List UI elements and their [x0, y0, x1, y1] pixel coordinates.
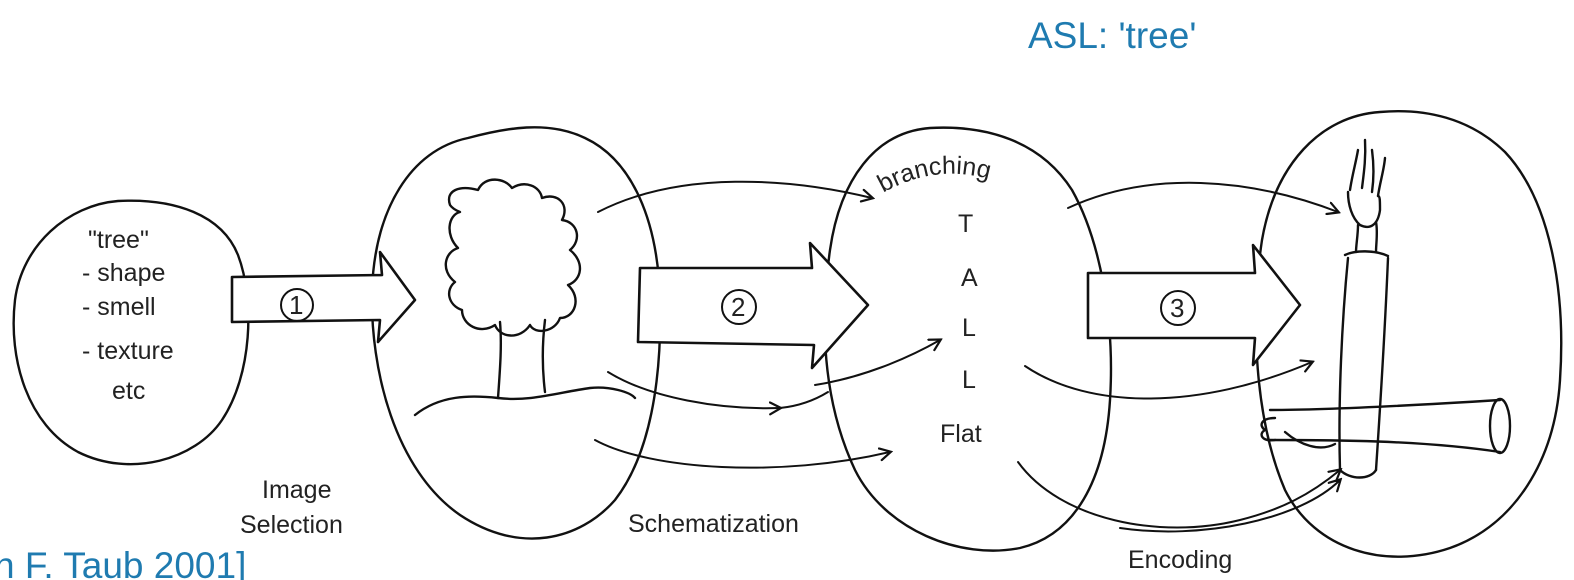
- step-number: 1: [289, 290, 303, 320]
- horizontal-forearm-icon: [1260, 397, 1512, 455]
- tree-sketch-icon: [413, 178, 637, 417]
- feature-letter: L: [962, 314, 976, 342]
- step-arrow: 2: [636, 241, 870, 370]
- step-number: 2: [731, 292, 745, 322]
- concept-item: etc: [112, 377, 145, 405]
- step-label: Schematization: [628, 510, 799, 538]
- step-number: 3: [1170, 293, 1184, 323]
- concept-heading: "tree": [88, 226, 149, 254]
- branching-arc-label: branching: [873, 152, 994, 199]
- diagram-title: ASL: 'tree': [1028, 15, 1196, 56]
- step-label: Image: [262, 476, 331, 504]
- feature-letter: L: [962, 366, 976, 394]
- step-arrow: 1: [230, 250, 417, 344]
- schematization-blob: branching T A L L Flat: [823, 126, 1113, 552]
- raised-arm-hand-icon: [1338, 138, 1390, 479]
- image-blob: [370, 126, 662, 540]
- step-label: Selection: [240, 511, 343, 539]
- flat-label: Flat: [940, 420, 982, 448]
- citation: h F. Taub 2001]: [0, 545, 246, 580]
- concept-item: - smell: [82, 293, 156, 321]
- feature-letter: A: [961, 264, 978, 292]
- step-arrow: 3: [1086, 243, 1302, 367]
- concept-item: - texture: [82, 337, 174, 365]
- concept-blob: "tree" - shape - smell - texture etc: [12, 199, 250, 466]
- sign-blob: [1254, 110, 1563, 558]
- concept-item: - shape: [82, 259, 165, 287]
- feature-letter: T: [958, 210, 973, 238]
- step-label: Encoding: [1128, 546, 1232, 574]
- mapping-arrows: [594, 180, 1340, 533]
